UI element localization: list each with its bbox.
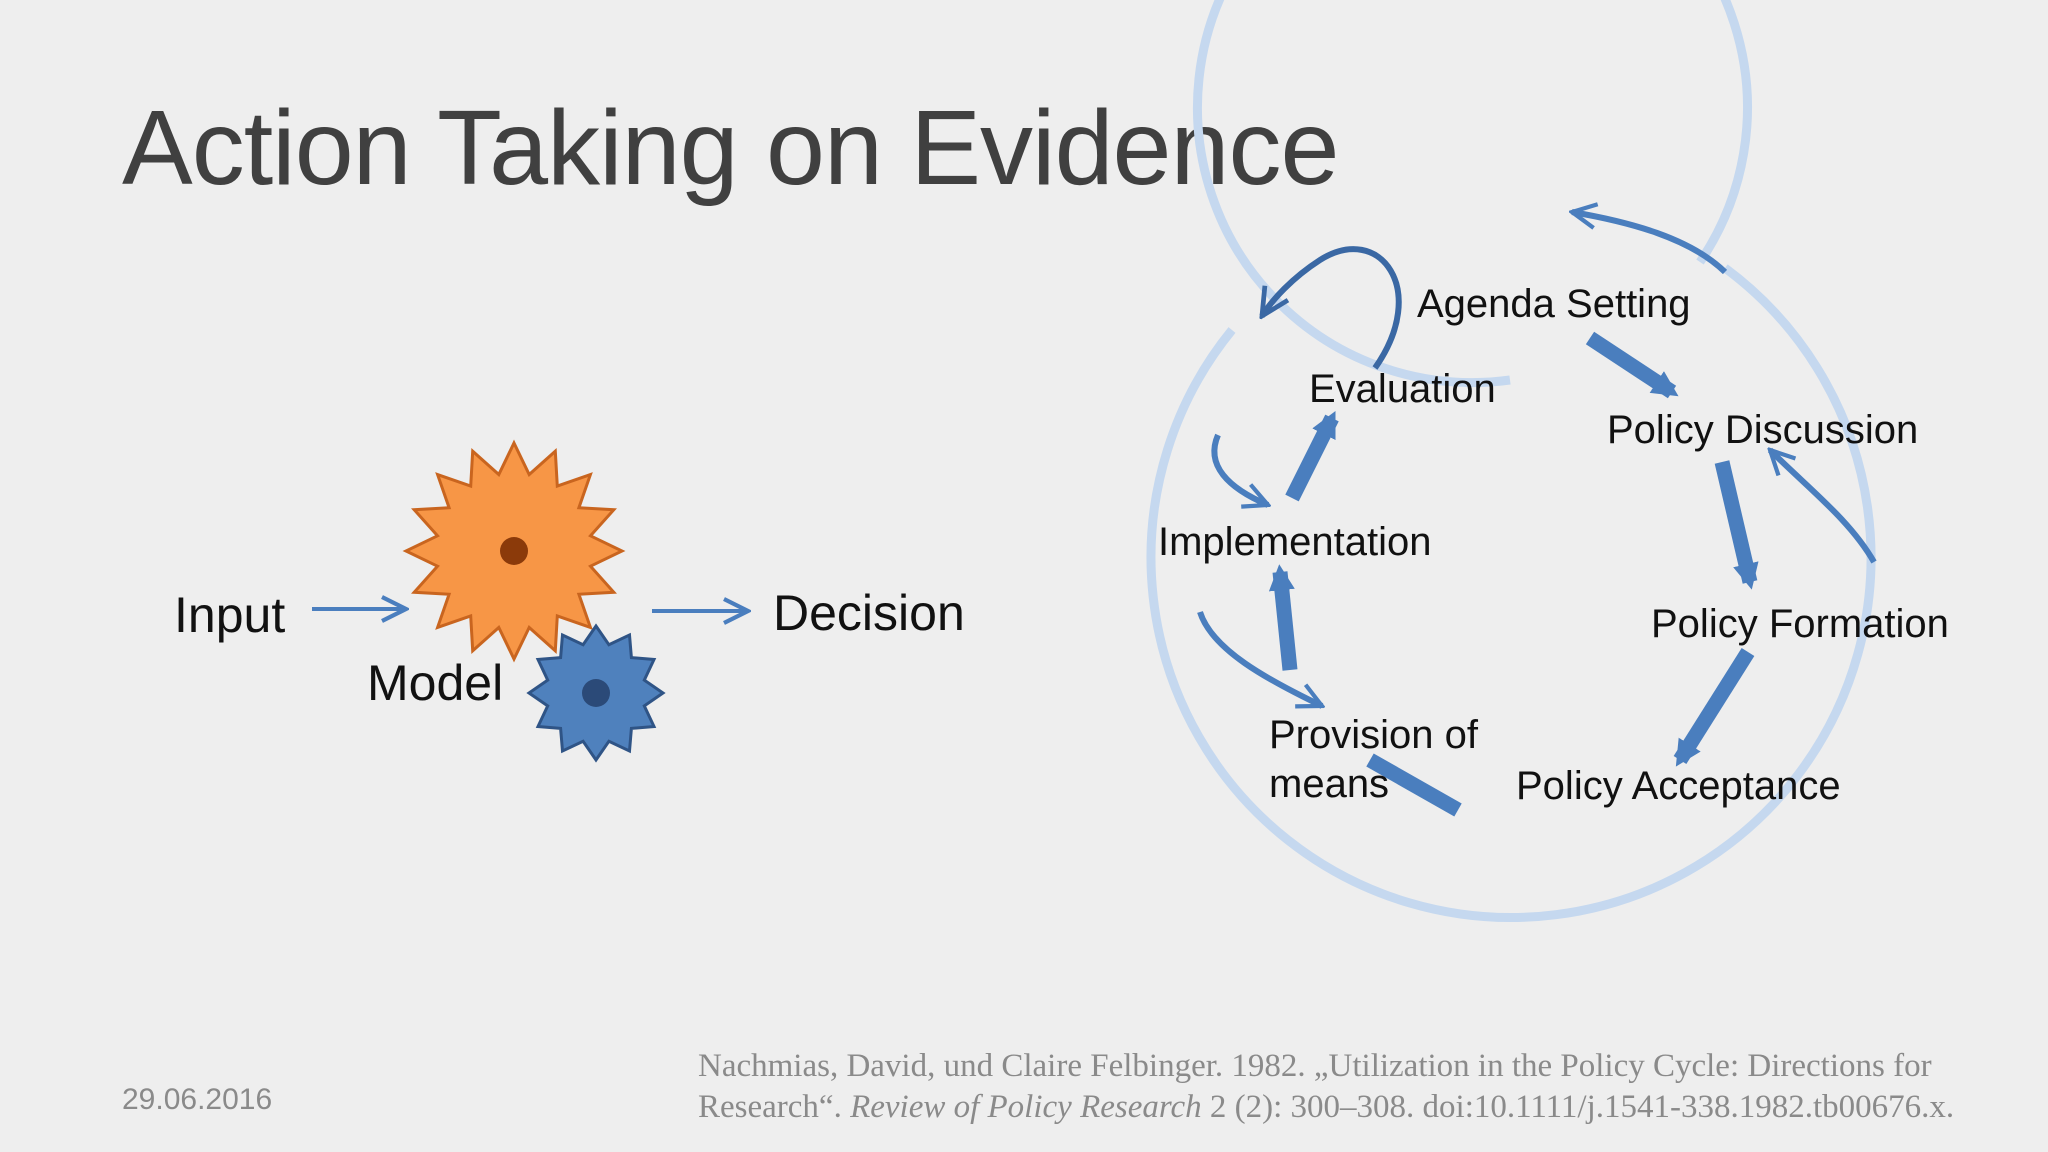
blue-gear-icon [526, 623, 666, 763]
provision-to-implementation-arrow-icon [1268, 564, 1298, 671]
stage-policy-formation: Policy Formation [1651, 602, 1949, 646]
outer-restart-arrow-icon [1572, 212, 1728, 275]
implementation-to-evaluation-arrow-icon [1285, 411, 1339, 502]
stage-evaluation: Evaluation [1309, 367, 1496, 411]
implementation-feedback-arrow-icon [1211, 433, 1268, 505]
citation-line-2-end: 2 (2): 300–308. doi:10.1111/j.1541-338.1… [1201, 1089, 1955, 1125]
agenda-to-discussion-arrow-icon [1585, 331, 1679, 399]
outer-cycle-ring [1146, 264, 1876, 922]
stage-provision-of-means-line1: Provision of [1269, 713, 1479, 757]
citation-line-2-start: Research“. [698, 1089, 851, 1125]
model-diagram: Input Model Decision [174, 439, 965, 763]
acceptance-to-provision-arrow-icon [1366, 753, 1462, 817]
stage-policy-discussion: Policy Discussion [1607, 408, 1918, 452]
discussion-to-formation-arrow-icon [1714, 460, 1759, 590]
citation: Nachmias, David, und Claire Felbinger. 1… [698, 1046, 1954, 1128]
evaluation-feedback-arrow-icon [1262, 246, 1402, 370]
citation-journal: Review of Policy Research [850, 1089, 1202, 1125]
citation-line-2: Research“. Review of Policy Research 2 (… [698, 1087, 1954, 1128]
input-label: Input [174, 587, 285, 643]
citation-line-1: Nachmias, David, und Claire Felbinger. 1… [698, 1048, 1932, 1084]
stage-implementation: Implementation [1158, 520, 1431, 564]
stage-provision-of-means-line2: means [1269, 762, 1389, 806]
model-label: Model [367, 655, 503, 711]
formation-to-acceptance-arrow-icon [1673, 648, 1755, 767]
orange-gear-icon [402, 439, 626, 663]
decision-label: Decision [773, 585, 965, 641]
formation-feedback-arrow-icon [1770, 450, 1877, 564]
stage-agenda-setting: Agenda Setting [1417, 282, 1691, 326]
policy-cycle-diagram: Agenda Setting Evaluation Policy Discuss… [1146, 0, 1949, 922]
slide-title: Action Taking on Evidence [122, 89, 1339, 207]
stage-policy-acceptance: Policy Acceptance [1516, 764, 1841, 808]
provision-feedback-arrow-icon [1197, 610, 1322, 709]
slide-date: 29.06.2016 [122, 1083, 273, 1116]
